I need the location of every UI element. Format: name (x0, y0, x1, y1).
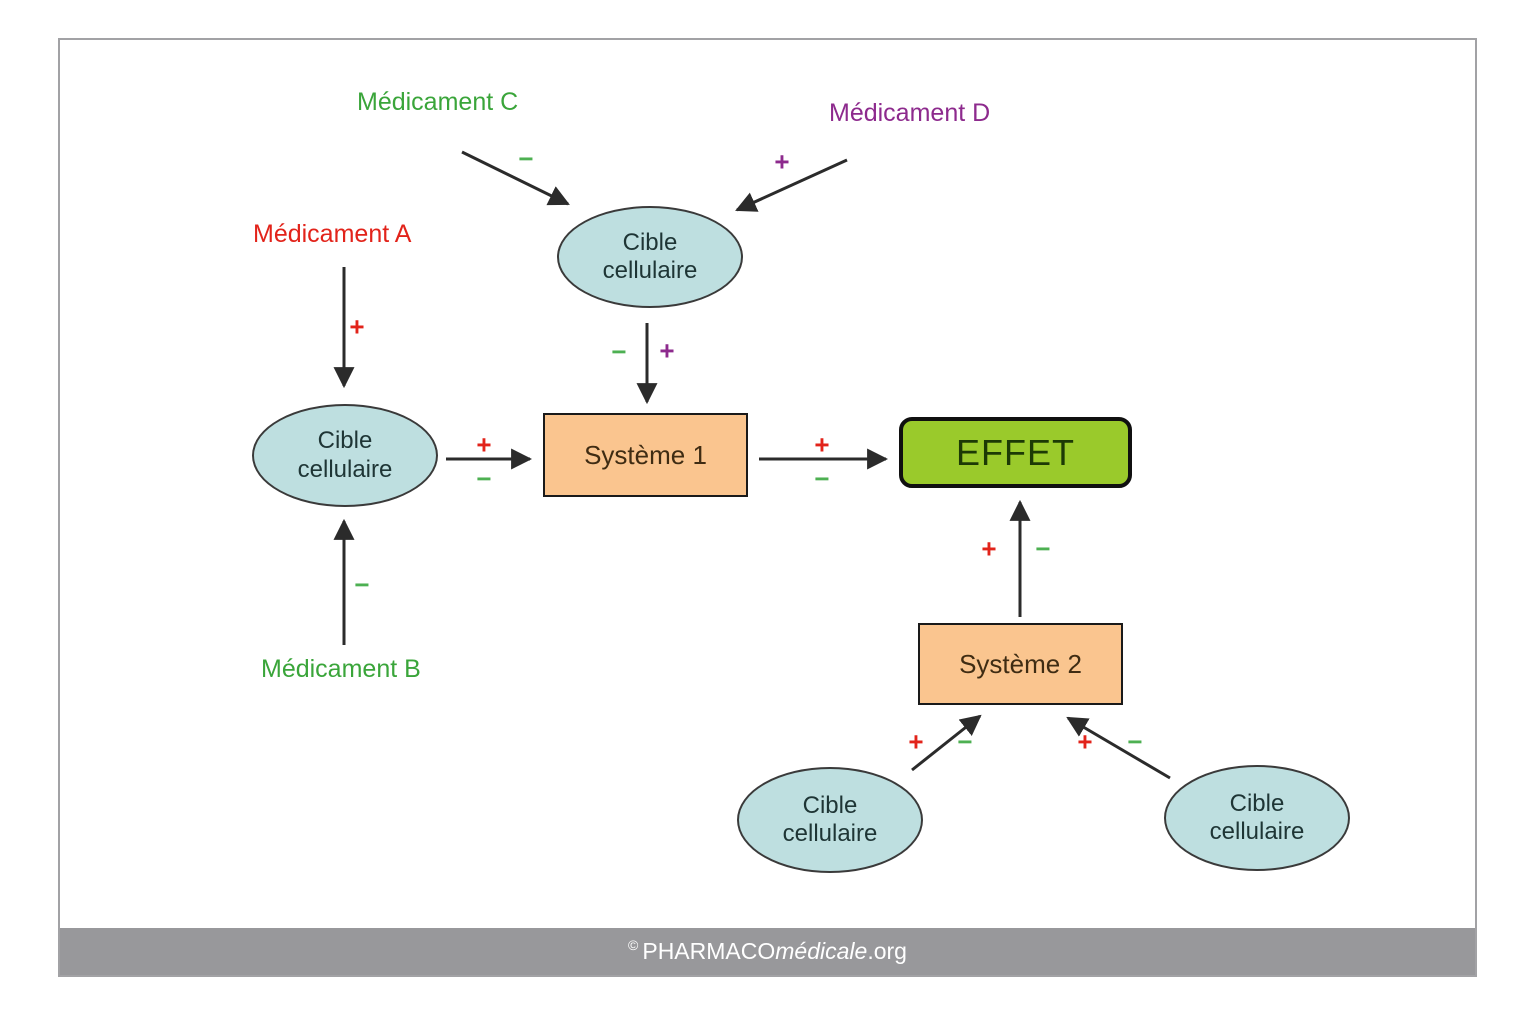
cell-target-line2: cellulaire (602, 257, 698, 284)
sign-minus-system2-to-effect: − (1035, 533, 1051, 564)
label-medicament-a: Médicament A (253, 220, 412, 248)
label-medicament-c: Médicament C (357, 88, 519, 116)
sign-plus-drugA: + (349, 311, 365, 342)
node-system-2: Système 2 (918, 623, 1123, 705)
sign-plus-target-top-to-system1: + (659, 335, 675, 366)
sign-minus-target-top-to-system1: − (611, 336, 627, 367)
sign-minus-bottomleft-to-system2: − (957, 726, 973, 757)
sign-plus-bottomleft-to-system2: + (908, 726, 924, 757)
node-cell-target-left: Cible cellulaire (252, 404, 438, 507)
sign-minus-target-left-to-system1: − (476, 463, 492, 494)
sign-minus-bottomright-to-system2: − (1127, 726, 1143, 757)
sign-plus-system2-to-effect: + (981, 533, 997, 564)
cell-target-line2: cellulaire (782, 820, 878, 847)
label-medicament-b: Médicament B (261, 655, 421, 683)
sign-minus-drugC: − (518, 143, 534, 174)
cell-target-line1: Cible (317, 427, 373, 455)
sign-plus-target-left-to-system1: + (476, 429, 492, 460)
sign-minus-system1-to-effect: − (814, 463, 830, 494)
cell-target-line1: Cible (1229, 789, 1285, 817)
node-system-1: Système 1 (543, 413, 748, 497)
sign-plus-bottomright-to-system2: + (1077, 726, 1093, 757)
cell-target-line2: cellulaire (1209, 818, 1305, 845)
copyright-icon: © (628, 936, 639, 953)
footer-brand-suffix: .org (867, 938, 907, 964)
sign-minus-drugB: − (354, 569, 370, 600)
node-cell-target-bottom-left: Cible cellulaire (737, 767, 923, 873)
node-cell-target-top: Cible cellulaire (557, 206, 743, 308)
cell-target-line1: Cible (622, 228, 678, 256)
sign-plus-drugD: + (774, 146, 790, 177)
node-cell-target-bottom-right: Cible cellulaire (1164, 765, 1350, 871)
cell-target-line2: cellulaire (297, 455, 393, 483)
cell-target-line1: Cible (802, 791, 858, 819)
sign-plus-system1-to-effect: + (814, 429, 830, 460)
footer-brand-prefix: PHARMACO (642, 938, 776, 964)
label-medicament-d: Médicament D (829, 99, 991, 127)
node-effect: EFFET (899, 417, 1132, 488)
footer-brand-italic: médicale (775, 938, 868, 964)
